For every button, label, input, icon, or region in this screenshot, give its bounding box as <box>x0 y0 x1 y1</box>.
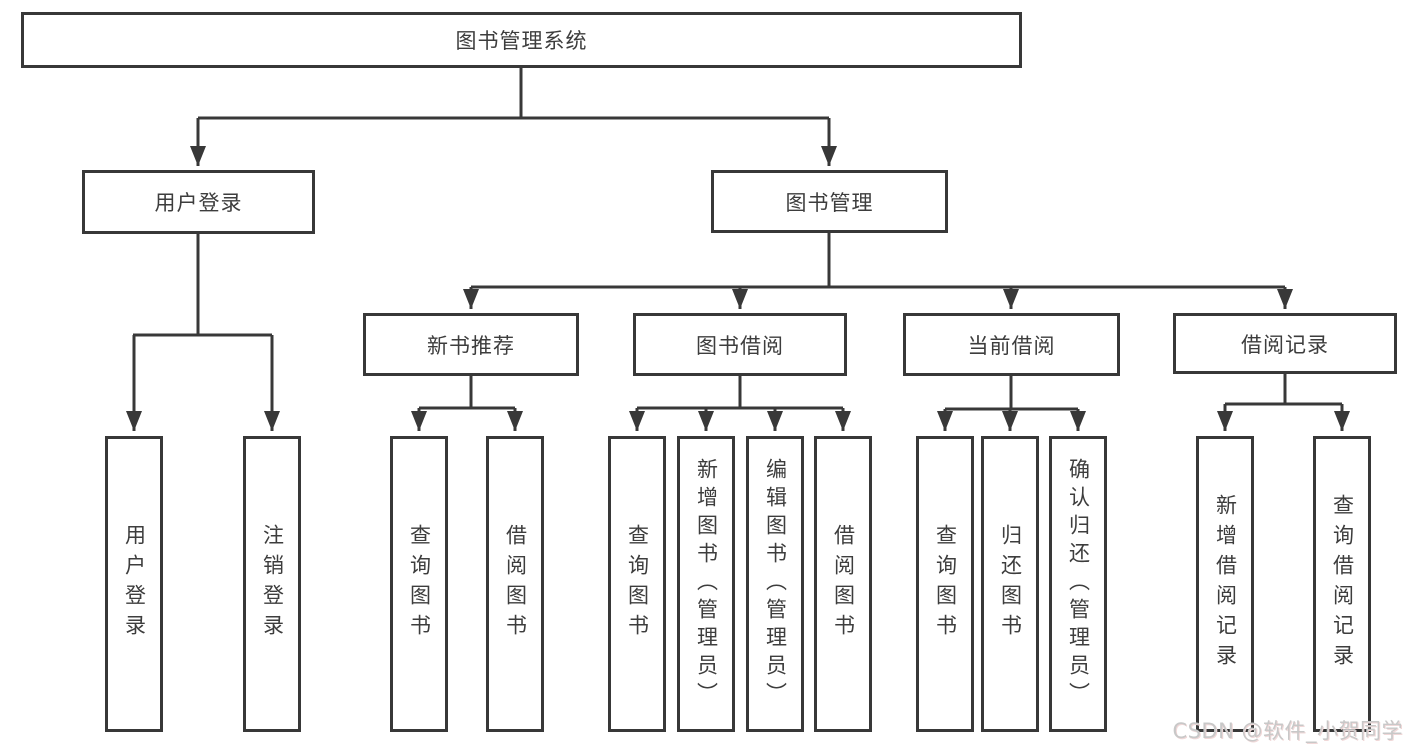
leaf-query-book-3-label: 查询图书 <box>933 524 958 644</box>
leaf-borrow-book-2-label: 借阅图书 <box>831 524 856 644</box>
node-new-book-recommend-label: 新书推荐 <box>427 333 515 358</box>
leaf-logout: 注销登录 <box>243 436 301 732</box>
leaf-logout-label: 注销登录 <box>260 524 285 644</box>
leaf-borrow-book-2: 借阅图书 <box>814 436 872 732</box>
node-borrow-record: 借阅记录 <box>1173 313 1397 374</box>
leaf-borrow-book-1-label: 借阅图书 <box>503 524 528 644</box>
leaf-query-book-3: 查询图书 <box>916 436 974 732</box>
leaf-query-book-2-label: 查询图书 <box>625 524 650 644</box>
leaf-query-borrow-record-label: 查询借阅记录 <box>1330 494 1355 674</box>
node-current-borrow: 当前借阅 <box>903 313 1120 376</box>
leaf-confirm-return-admin: 确认归还（管理员） <box>1049 436 1107 732</box>
node-book-borrow: 图书借阅 <box>633 313 847 376</box>
leaf-borrow-book-1: 借阅图书 <box>486 436 544 732</box>
leaf-add-borrow-record-label: 新增借阅记录 <box>1213 494 1238 674</box>
node-book-management: 图书管理 <box>711 170 948 233</box>
leaf-user-login: 用户登录 <box>105 436 163 732</box>
leaf-add-book-admin: 新增图书（管理员） <box>677 436 735 732</box>
node-new-book-recommend: 新书推荐 <box>363 313 579 376</box>
node-borrow-record-label: 借阅记录 <box>1241 332 1329 357</box>
leaf-return-book-label: 归还图书 <box>998 524 1023 644</box>
leaf-edit-book-admin: 编辑图书（管理员） <box>746 436 804 732</box>
node-root: 图书管理系统 <box>21 12 1022 68</box>
node-book-borrow-label: 图书借阅 <box>696 333 784 358</box>
node-user-login-label: 用户登录 <box>154 191 243 215</box>
node-current-borrow-label: 当前借阅 <box>967 333 1056 358</box>
csdn-watermark: CSDN @软件_小贺同学 <box>1172 719 1403 743</box>
leaf-query-book-2: 查询图书 <box>608 436 666 732</box>
node-user-login: 用户登录 <box>82 170 315 234</box>
leaf-confirm-return-admin-label: 确认归还（管理员） <box>1066 458 1091 710</box>
leaf-add-borrow-record: 新增借阅记录 <box>1196 436 1254 732</box>
leaf-query-borrow-record: 查询借阅记录 <box>1313 436 1371 732</box>
leaf-edit-book-admin-label: 编辑图书（管理员） <box>763 458 788 710</box>
leaf-query-book-1-label: 查询图书 <box>407 524 432 644</box>
leaf-query-book-1: 查询图书 <box>390 436 448 732</box>
node-book-management-label: 图书管理 <box>785 190 874 215</box>
node-root-label: 图书管理系统 <box>455 29 588 53</box>
leaf-user-login-label: 用户登录 <box>122 524 147 644</box>
leaf-add-book-admin-label: 新增图书（管理员） <box>694 458 719 710</box>
leaf-return-book: 归还图书 <box>981 436 1039 732</box>
